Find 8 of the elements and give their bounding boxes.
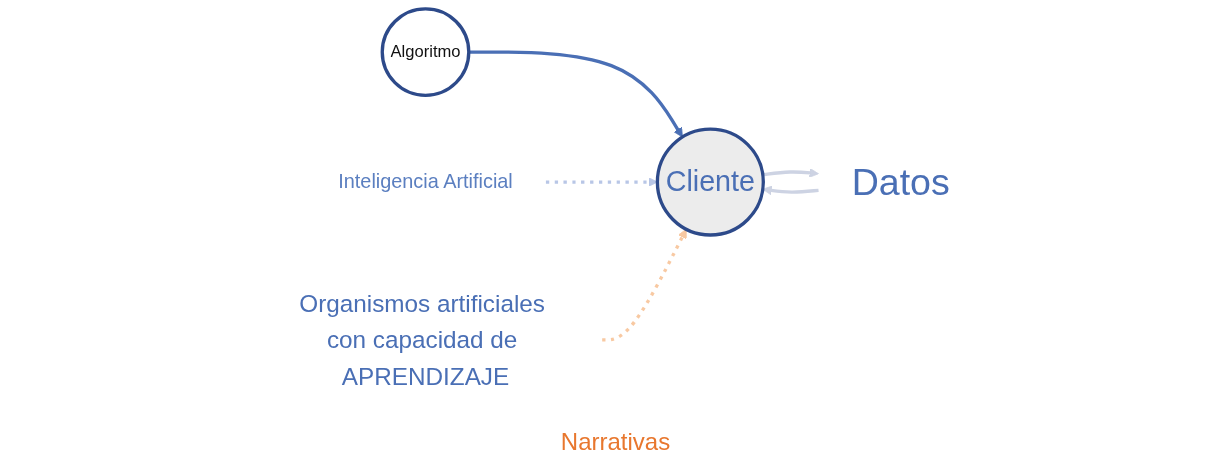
node-circle: Cliente [655, 127, 765, 237]
node-text: Datos [851, 160, 950, 203]
node-circle: Algoritmo [380, 7, 471, 97]
arrow [762, 168, 819, 178]
node-text: Organismos artificiales con capacidad de APRENDIZAJE [298, 289, 545, 391]
arrow [601, 228, 687, 342]
node-text: Inteligencia Artificial [337, 170, 513, 193]
dot-label: Narrativas [560, 428, 671, 455]
